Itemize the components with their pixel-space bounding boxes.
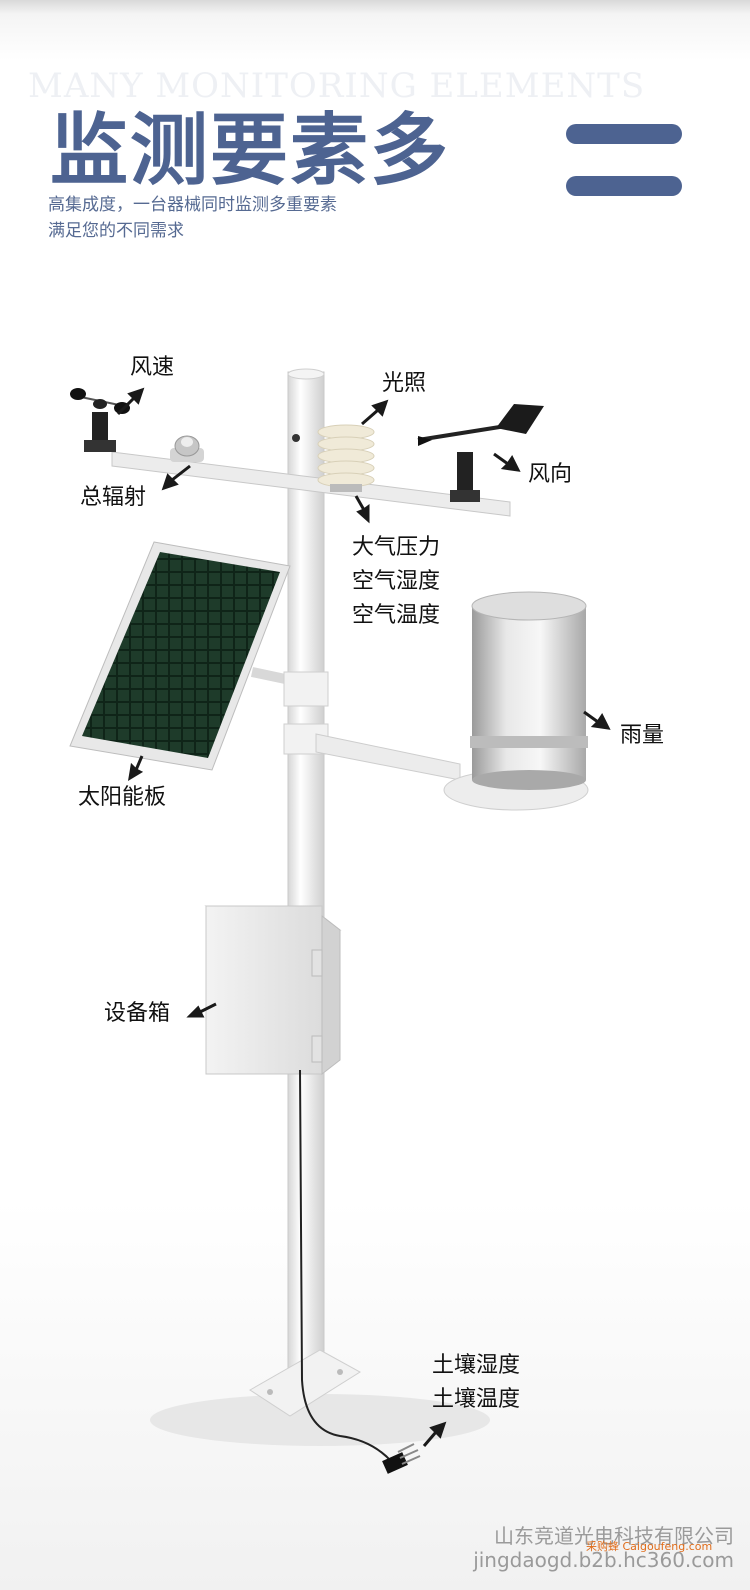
label-soil-temperature: 土壤温度 [432, 1387, 521, 1412]
arrow-icon [493, 452, 521, 472]
soil-sensor-cable [299, 1069, 393, 1463]
arrow-icon [583, 710, 611, 730]
pole-hole [292, 434, 300, 442]
anemometer [70, 388, 130, 452]
header-watermark: MANY MONITORING ELEMENTS [28, 66, 646, 106]
solar-panel [69, 541, 292, 771]
wind-vane [417, 404, 544, 502]
subtitle-line-2: 满足您的不同需求 [48, 221, 184, 241]
label-air-temperature: 空气温度 [352, 603, 441, 628]
label-solar-panel: 太阳能板 [78, 785, 167, 810]
callout-arrows [116, 387, 611, 1447]
pole-clamp-upper [283, 671, 329, 707]
rain-gauge-arm [315, 733, 461, 781]
ground-shadow [150, 1394, 490, 1446]
footer-domain: jingdaogd.b2b.hc360.com [473, 1548, 734, 1572]
label-soil-humidity: 土壤湿度 [432, 1353, 521, 1378]
label-air-humidity: 空气湿度 [352, 569, 441, 594]
label-wind-speed: 风速 [130, 355, 175, 380]
arrow-icon [422, 1421, 447, 1447]
label-equipment-box: 设备箱 [104, 1001, 171, 1026]
label-light: 光照 [382, 371, 427, 396]
decorative-bar-top [566, 124, 682, 144]
louvered-shield [317, 424, 375, 492]
footer-site-tag: 采购蜂 Caigoufeng.com [586, 1540, 713, 1553]
subtitle-line-1: 高集成度，一台器械同时监测多重要素 [48, 195, 337, 215]
arrow-icon [354, 495, 370, 524]
base-plate [249, 1349, 361, 1417]
label-rainfall: 雨量 [620, 723, 665, 748]
arrow-icon [161, 464, 191, 491]
arrow-icon [116, 387, 145, 416]
arrow-icon [127, 755, 144, 781]
rain-gauge [443, 591, 589, 811]
arrow-icon [361, 399, 389, 426]
main-pole [287, 371, 325, 1393]
label-wind-direction: 风向 [528, 462, 573, 487]
decorative-bar-bottom [566, 176, 682, 196]
arrow-icon [186, 1002, 217, 1018]
label-air-pressure: 大气压力 [352, 535, 441, 560]
soil-sensor [382, 1443, 421, 1474]
footer-company: 山东竞道光电科技有限公司 [494, 1524, 734, 1548]
equipment-box [204, 905, 342, 1076]
label-total-radiation: 总辐射 [80, 485, 147, 510]
page-title: 监测要素多 [50, 105, 451, 196]
pole-cap [287, 368, 325, 380]
crossarm [111, 451, 511, 517]
radiation-sensor [170, 435, 204, 462]
